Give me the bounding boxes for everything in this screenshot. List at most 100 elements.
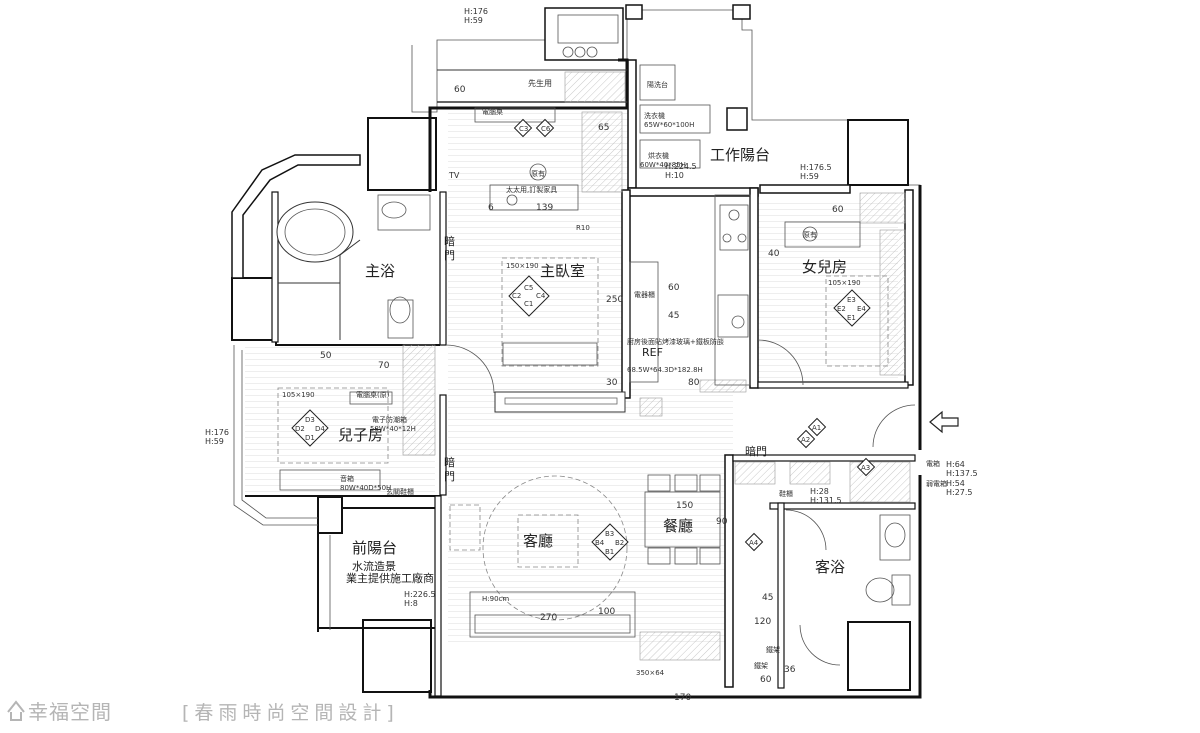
note-shoe-cabinet: 鞋櫃 xyxy=(779,489,793,498)
marker-cluster-master: C3 C6 C2 C1 C5 C4 xyxy=(508,118,555,317)
note-dark-door-v1b: 門 xyxy=(444,249,455,262)
marker-e4: E4 xyxy=(857,305,866,313)
marker-cluster-a: A1 A2 A3 A4 xyxy=(744,417,876,552)
note-speaker: 音箱 xyxy=(340,474,354,483)
note-dark-door: 暗門 xyxy=(745,444,767,458)
bathtub xyxy=(276,201,354,263)
note-electrical-cabinet: 電器櫃 xyxy=(634,290,655,299)
note-table-size: 350×64 xyxy=(636,669,665,677)
marker-a3: A3 xyxy=(861,464,870,472)
note-sliding: 玄關鞋櫃 xyxy=(386,487,414,496)
dim-40: 40 xyxy=(768,249,780,259)
note-dark-door-v2a: 暗 xyxy=(444,455,455,469)
note-water-feature: 水流造景 xyxy=(352,559,396,573)
height-h10: H:10 xyxy=(665,171,684,180)
dim-36: 36 xyxy=(784,665,796,675)
son-bed xyxy=(277,387,389,464)
dim-90: 90 xyxy=(716,517,728,527)
note-iron-rack-1: 鐵架 xyxy=(766,645,780,654)
dim-r10: R10 xyxy=(576,224,590,232)
height-h54: H:54 xyxy=(946,479,965,488)
house-logo-icon xyxy=(7,700,25,721)
dim-30: 30 xyxy=(606,378,618,388)
note-washer: 洗衣機 xyxy=(644,111,665,120)
note-fridge-size: 68.5W*64.3D*182.8H xyxy=(627,366,703,374)
marker-a1: A1 xyxy=(812,424,821,432)
room-label-front-balcony: 前陽台 xyxy=(352,539,397,557)
note-computer-desk-orig: 電腦桌(原) xyxy=(356,390,390,399)
height-h28: H:28 xyxy=(810,487,829,496)
marker-a2: A2 xyxy=(801,436,810,444)
height-h176-5: H:176.5 xyxy=(800,163,832,172)
dim-170: 170 xyxy=(674,693,691,703)
marker-c3: C3 xyxy=(519,125,528,133)
note-dark-door-v2b: 門 xyxy=(444,470,455,483)
watermark-designer: [春雨時尚空間設計] xyxy=(182,702,399,724)
room-label-master-bedroom: 主臥室 xyxy=(540,262,585,280)
note-computer-desk: 電腦桌 xyxy=(482,107,503,116)
room-label-dining-room: 餐廳 xyxy=(663,517,693,535)
daughter-bed xyxy=(825,275,889,367)
dim-50: 50 xyxy=(320,351,332,361)
marker-d1: D1 xyxy=(305,434,315,442)
height-h224: H:224.5 xyxy=(665,162,697,171)
note-dark-door-v1a: 暗 xyxy=(444,234,455,248)
note-dryer: 烘衣機 xyxy=(648,151,669,160)
dim-60b: 60 xyxy=(668,283,680,293)
pillar-s xyxy=(362,619,432,693)
interior-walls xyxy=(271,59,916,697)
marker-d3: D3 xyxy=(305,416,315,424)
marker-b3: B3 xyxy=(605,530,614,538)
height-h8: H:8 xyxy=(404,599,418,608)
pillar-sw xyxy=(317,496,343,534)
height-labels: H:176 H:59 H:224.5 H:10 H:176.5 H:59 H:1… xyxy=(205,7,978,608)
sofa xyxy=(469,591,636,638)
dim-270: 270 xyxy=(540,613,557,623)
dim-70: 70 xyxy=(378,361,390,371)
watermark-brand: 幸福空間 xyxy=(28,700,112,724)
dim-6: 6 xyxy=(488,203,494,213)
height-h131: H:131.5 xyxy=(810,496,842,505)
dim-150: 150 xyxy=(676,501,693,511)
marker-e3: E3 xyxy=(847,296,856,304)
watermark: 幸福空間 [春雨時尚空間設計] xyxy=(7,700,399,724)
height-h59-w: H:59 xyxy=(205,437,224,446)
dining-table xyxy=(644,491,721,548)
note-meter-box: 電箱 xyxy=(926,459,940,468)
height-h226: H:226.5 xyxy=(404,590,436,599)
entry-arrow-icon xyxy=(929,410,959,434)
room-label-daughter-room: 女兒房 xyxy=(802,258,847,276)
note-dehumidifier: 電子防潮箱 xyxy=(372,415,407,424)
note-laundry-sink: 陽洗台 xyxy=(647,80,668,89)
height-h64: H:64 xyxy=(946,460,965,469)
height-h59-top: H:59 xyxy=(464,16,483,25)
master-bed xyxy=(501,257,599,367)
note-tv: TV xyxy=(448,171,460,180)
cabinets xyxy=(402,71,911,661)
note-owner-contractor: 業主提供施工廠商 xyxy=(346,571,434,585)
dim-45b: 45 xyxy=(762,593,773,603)
marker-b1: B1 xyxy=(605,548,614,556)
living-floor xyxy=(448,385,733,645)
marker-b2: B2 xyxy=(615,539,624,547)
marker-c4: C4 xyxy=(536,292,546,300)
note-original-1: 原有 xyxy=(531,169,545,178)
note-dehumidifier-size: 58W*40*12H xyxy=(370,425,416,433)
height-h27: H:27.5 xyxy=(946,488,973,497)
note-bed-master: 150×190 xyxy=(506,262,539,270)
marker-c2: C2 xyxy=(512,292,521,300)
note-weak-box: 弱電箱 xyxy=(926,479,947,488)
marker-c1: C1 xyxy=(524,300,533,308)
height-h176-top: H:176 xyxy=(464,7,488,16)
note-washer-size: 65W*60*100H xyxy=(644,121,694,129)
marker-c6: C6 xyxy=(541,125,551,133)
dim-139: 139 xyxy=(536,203,553,213)
dim-65: 65 xyxy=(598,123,609,133)
pillar-w xyxy=(231,277,275,341)
marker-e1: E1 xyxy=(847,314,856,322)
height-h137: H:137.5 xyxy=(946,469,978,478)
dim-45: 45 xyxy=(668,311,679,321)
pillar-ne xyxy=(847,119,909,186)
room-label-living-room: 客廳 xyxy=(523,532,553,550)
